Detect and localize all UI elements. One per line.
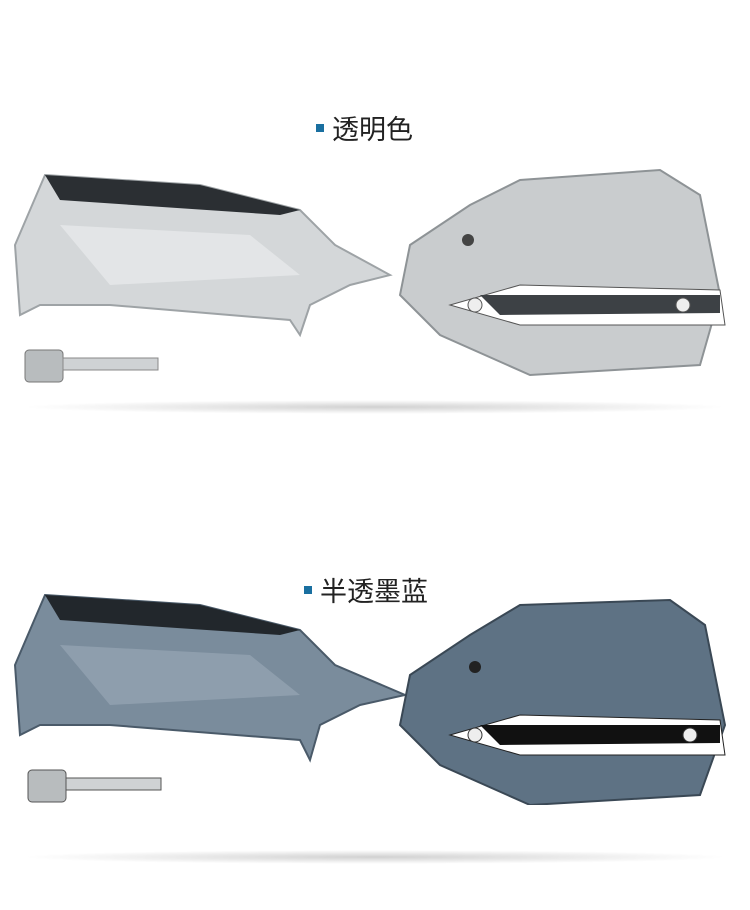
variant-label-smoke-blue: 半透墨蓝 xyxy=(304,570,428,609)
variant-name: 半透墨蓝 xyxy=(320,577,428,608)
bullet-icon xyxy=(304,585,312,594)
handguard-smoke-blue-image xyxy=(13,593,727,805)
floor-shadow xyxy=(20,850,730,864)
variant-label-clear: 透明色 xyxy=(316,108,413,147)
floor-shadow xyxy=(20,400,730,414)
handguard-clear-image xyxy=(13,168,726,383)
bullet-icon xyxy=(316,123,324,132)
variant-name: 透明色 xyxy=(332,115,413,146)
